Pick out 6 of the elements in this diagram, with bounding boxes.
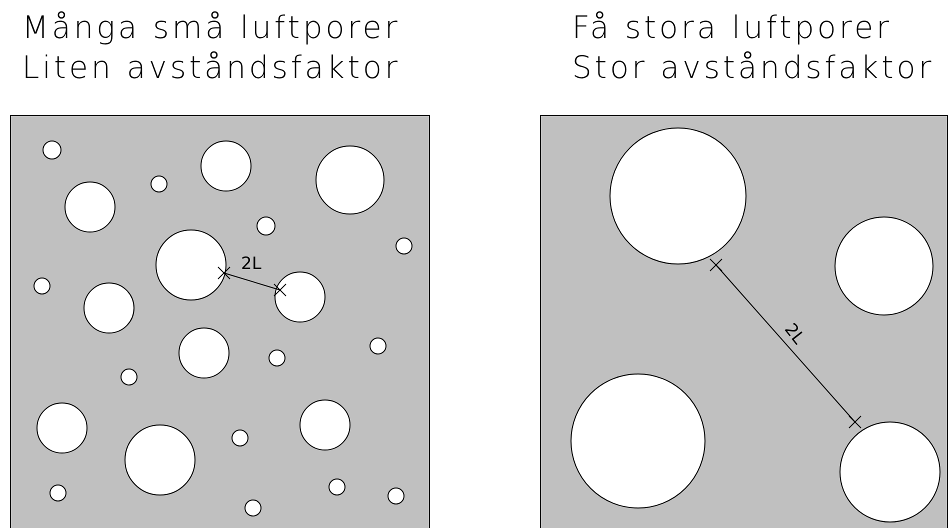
panel-heading: Många små luftporer [22,9,400,48]
dimension-label: 2L [241,255,262,273]
panel-heading: Få stora luftporer [572,9,892,48]
panel-heading: Liten avståndsfaktor [22,49,400,88]
dimension-label: 2L [780,320,808,348]
panel-heading: Stor avståndsfaktor [572,49,934,88]
